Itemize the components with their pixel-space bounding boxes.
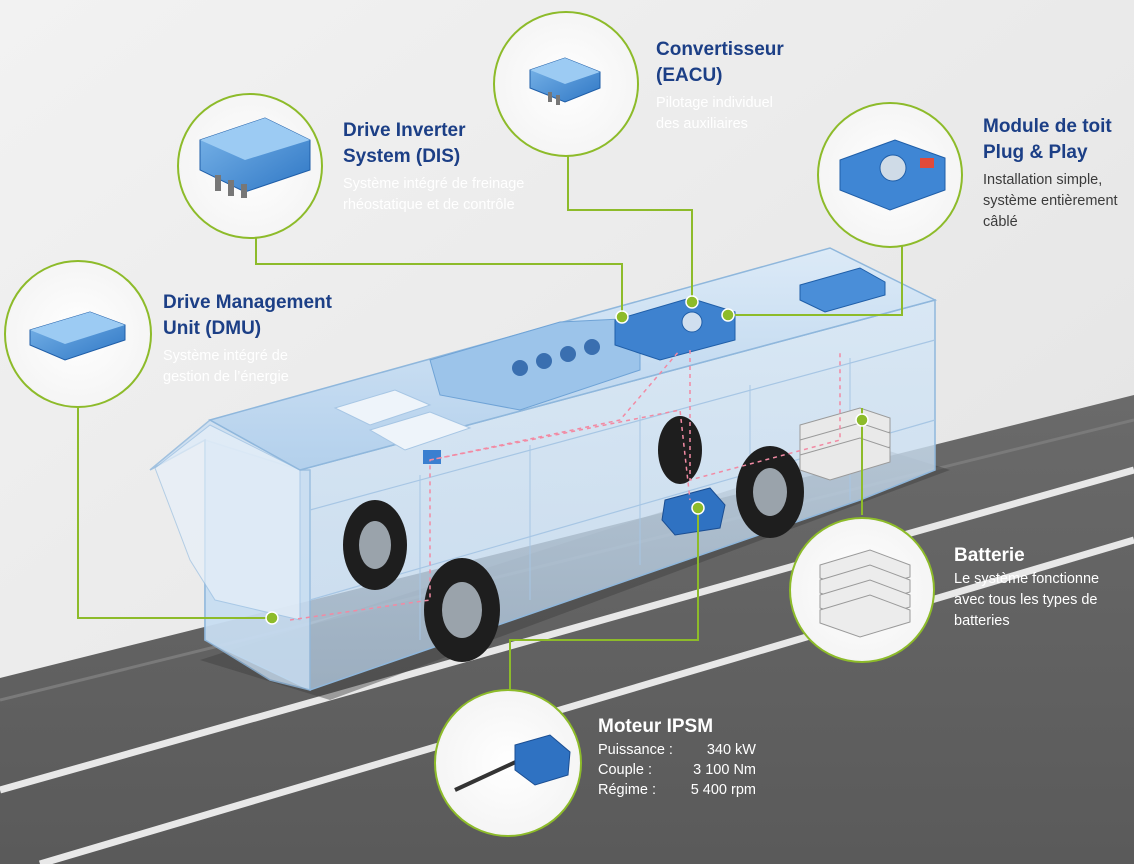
motor-specs: Puissance : 340 kW Couple : 3 100 Nm Rég… bbox=[598, 740, 756, 800]
battery-title: Batterie bbox=[954, 545, 1025, 566]
dis-desc-line2: rhéostatique et de contrôle bbox=[343, 197, 515, 213]
converter-box-icon bbox=[529, 57, 601, 105]
roof-title: Module de toit Plug & Play bbox=[983, 114, 1118, 166]
spec-value-speed: 5 400 rpm bbox=[690, 782, 756, 798]
dmu-circle bbox=[4, 260, 152, 408]
road-line bbox=[0, 466, 1134, 794]
dmu-title: Drive Management Unit (DMU) bbox=[163, 290, 332, 342]
dis-desc-line1: Système intégré de freinage bbox=[343, 176, 525, 192]
dmu-box-icon bbox=[29, 311, 126, 361]
roof-desc-line3: câblé bbox=[983, 214, 1018, 230]
roof-title-line2: Plug & Play bbox=[983, 142, 1088, 163]
dis-circle bbox=[177, 93, 323, 239]
eacu-desc-line2: des auxiliaires bbox=[656, 116, 748, 132]
dis-title: Drive Inverter System (DIS) bbox=[343, 118, 524, 170]
eacu-title-line1: Convertisseur bbox=[656, 39, 784, 60]
roof-description: Installation simple, système entièrement… bbox=[983, 170, 1118, 233]
eacu-desc-line1: Pilotage individuel bbox=[656, 95, 773, 111]
eacu-callout: Convertisseur (EACU) Pilotage individuel… bbox=[656, 37, 784, 135]
dmu-description: Système intégré de gestion de l’énergie bbox=[163, 346, 332, 388]
spec-label-power: Puissance : bbox=[598, 742, 673, 758]
eacu-circle bbox=[493, 11, 639, 157]
roof-circle bbox=[817, 102, 963, 248]
inverter-box-icon bbox=[199, 117, 311, 198]
eacu-title: Convertisseur (EACU) bbox=[656, 37, 784, 89]
dmu-desc-line1: Système intégré de bbox=[163, 348, 288, 364]
battery-stack-icon bbox=[819, 549, 911, 638]
dis-title-line2: System (DIS) bbox=[343, 146, 461, 167]
battery-desc-line2: avec tous les types de bbox=[954, 592, 1098, 608]
motor-title: Moteur IPSM bbox=[598, 716, 714, 737]
motor-spec-row: Puissance : 340 kW bbox=[598, 740, 756, 760]
battery-desc-line1: Le système fonctionne bbox=[954, 571, 1100, 587]
connector-lines bbox=[77, 155, 903, 690]
motor-circle bbox=[434, 689, 582, 837]
motor-spec-row: Couple : 3 100 Nm bbox=[598, 760, 756, 780]
dmu-desc-line2: gestion de l’énergie bbox=[163, 369, 289, 385]
battery-desc-line3: batteries bbox=[954, 613, 1010, 629]
dis-description: Système intégré de freinage rhéostatique… bbox=[343, 174, 524, 216]
roof-desc-line2: système entièrement bbox=[983, 193, 1118, 209]
dis-title-line1: Drive Inverter bbox=[343, 120, 466, 141]
spec-label-speed: Régime : bbox=[598, 782, 657, 798]
roof-module-icon bbox=[839, 139, 946, 211]
motor-callout: Moteur IPSM Puissance : 340 kW Couple : … bbox=[598, 714, 756, 800]
dmu-callout: Drive Management Unit (DMU) Système inté… bbox=[163, 290, 332, 388]
spec-value-power: 340 kW bbox=[706, 742, 756, 758]
dmu-title-line2: Unit (DMU) bbox=[163, 318, 262, 339]
dmu-title-line1: Drive Management bbox=[163, 292, 332, 313]
roof-title-line1: Module de toit bbox=[983, 116, 1112, 137]
dis-callout: Drive Inverter System (DIS) Système inté… bbox=[343, 118, 524, 216]
roof-desc-line1: Installation simple, bbox=[983, 172, 1103, 188]
eacu-description: Pilotage individuel des auxiliaires bbox=[656, 93, 784, 135]
spec-label-torque: Couple : bbox=[598, 762, 653, 778]
motor-spec-row: Régime : 5 400 rpm bbox=[598, 780, 756, 800]
connector-dots bbox=[265, 295, 869, 625]
battery-callout: Batterie Le système fonctionne avec tous… bbox=[954, 543, 1099, 632]
battery-circle bbox=[789, 517, 935, 663]
roof-callout: Module de toit Plug & Play Installation … bbox=[983, 114, 1118, 233]
spec-value-torque: 3 100 Nm bbox=[693, 762, 756, 778]
eacu-title-line2: (EACU) bbox=[656, 65, 723, 86]
road-line bbox=[39, 536, 1134, 864]
battery-description: Le système fonctionne avec tous les type… bbox=[954, 569, 1099, 632]
motor-shaft-icon bbox=[454, 734, 571, 792]
